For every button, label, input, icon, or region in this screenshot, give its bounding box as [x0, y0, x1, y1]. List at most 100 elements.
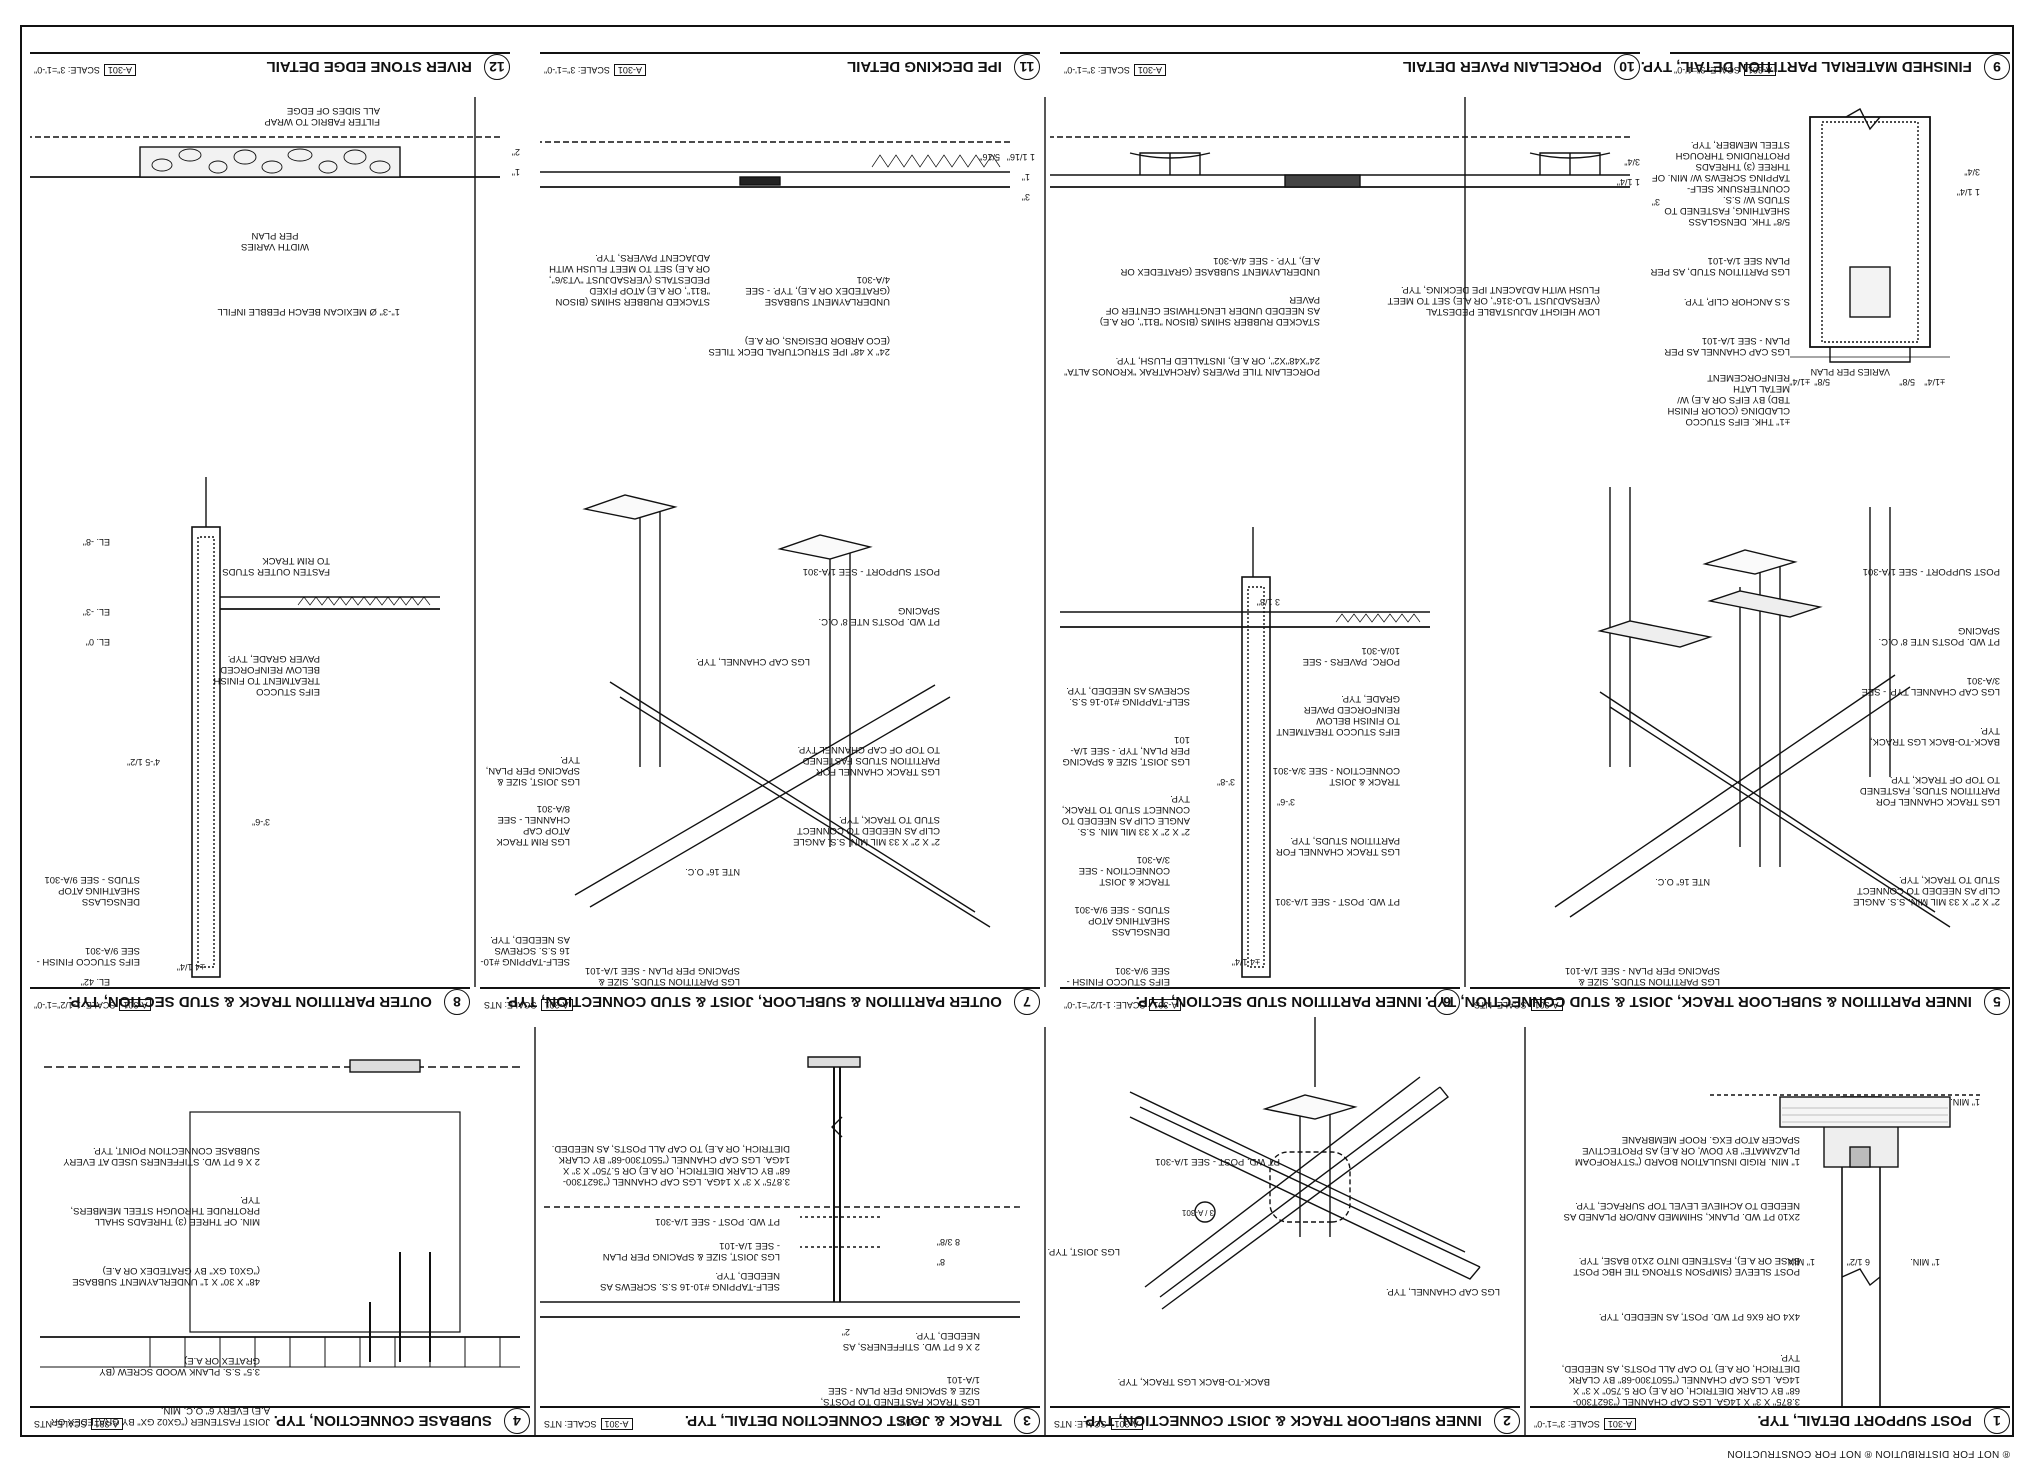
note-insulation: 1" MIN. RIGID INSULATION BOARD ("STYROFO… — [1574, 1134, 1800, 1167]
note-post: 4X4 OR 6X6 PT WD. POST, AS NEEDED, TYP. — [1598, 1311, 1800, 1322]
note-eifs-finish: EIFS STUCCO FINISH - SEE 9/A-301 — [36, 945, 140, 967]
note-post-support: POST SUPPORT - SEE 1/A-301 — [802, 566, 940, 577]
dim-label: 3 1/8" — [1256, 597, 1280, 607]
dim-label: 5/8" — [1814, 377, 1830, 387]
note-pebble-infill: 1"-3" Ø MEXICAN BEACH PEBBLE INFILL — [217, 306, 400, 317]
note-cap-channel: LGS CAP CHANNEL TYP. - SEE 3/A-301 — [1861, 675, 2000, 697]
note-joist: LGS JOIST, SIZE & SPACING PER PLAN, TYP.… — [1062, 734, 1190, 767]
note-cap-channel: LGS CAP CHANNEL AS PER PLAN - SEE 1/A-10… — [1664, 335, 1790, 357]
dim-label: 5/16" — [979, 152, 1000, 162]
dim-label: 1" — [511, 167, 520, 177]
note-cap-channel: 3.875" X 3" X 14GA. LGS CAP CHANNEL ("36… — [1561, 1352, 1800, 1407]
dim-label: ±1/4" — [1789, 377, 1810, 387]
note-densglass: 5/8" THK. DENSGLASS SHEATHING, FASTENED … — [1651, 139, 1790, 227]
dim-label: 1 1/16" — [1006, 152, 1035, 162]
note-post-support: POST SUPPORT - SEE 1/A-301 — [1862, 566, 2000, 577]
dim-label: 1 1/4" — [1616, 177, 1640, 187]
dim-label: NTE 16" O.C. — [685, 867, 740, 877]
note-post: PT WD. POST - SEE 1/A-301 — [1275, 896, 1400, 907]
dim-label: ±1/4" — [1924, 377, 1945, 387]
note-screws: SELF-TAPPING #10-16 S.S. SCREWS AS NEEDE… — [600, 1270, 780, 1292]
dim-label: 1" MIN. — [1785, 1257, 1815, 1267]
dim-label: 3/4" — [1964, 167, 1980, 177]
note-eifs-treatment: EIFS STUCCO TREATMENT TO FINISH BELOW RE… — [213, 653, 320, 697]
note-filter-fabric: FILTER FABRIC TO WRAP ALL SIDES OF EDGE — [264, 105, 380, 127]
dim-label: 4'-5 1/2" — [127, 757, 160, 767]
dim-label: VARIES PER PLAN — [1810, 367, 1890, 377]
note-subbase: 48" X 30" X 1" UNDERLAYMENT SUBBASE ("GX… — [72, 1265, 260, 1287]
note-back-to-back-track: BACK-TO-BACK LGS TRACK, TYP. — [1117, 1376, 1270, 1387]
dim-label: 8" — [936, 1257, 945, 1267]
dim-label: 5 1/2" — [896, 1417, 920, 1427]
note-cap-channel: LGS CAP CHANNEL, TYP. — [695, 656, 810, 667]
dim-label: 8 3/8" — [936, 1237, 960, 1247]
dim-label: 1" — [1021, 172, 1030, 182]
note-track-joist-conn: TRACK & JOIST CONNECTION - SEE 3/A-301 — [1272, 765, 1400, 787]
note-angle-clip: 2" X 2" X 33 MIL MIN. S.S. ANGLE CLIP AS… — [793, 814, 940, 847]
note-fasten-studs: FASTEN OUTER STUDS TO RIM TRACK — [222, 555, 330, 577]
note-subbase: UNDERLAYMENT SUBBASE (GRATEDEX OR A.E), … — [745, 274, 890, 307]
note-post: PT WD. POST - SEE 1/A-301 — [1155, 1156, 1280, 1167]
note-cap-channel: LGS CAP CHANNEL, TYP. — [1385, 1286, 1500, 1297]
note-rubber-shims: STACKED RUBBER SHIMS (BISON "B11", OR A.… — [548, 252, 710, 307]
note-joist: LGS JOIST, SIZE & SPACING PER PLAN - SEE… — [602, 1240, 780, 1262]
note-post: PT WD. POST - SEE 1/A-301 — [655, 1216, 780, 1227]
note-screws: SELF-TAPPING #10-16 S.S. SCREWS AS NEEDE… — [480, 934, 570, 967]
note-stiffeners: 2 X 6 PT WD. STIFFENERS USED AT EVERY SU… — [63, 1145, 260, 1167]
note-densglass: DENSGLASS SHEATHING ATOP STUDS - SEE 9/A… — [1074, 904, 1170, 937]
dim-label: EL. 0" — [85, 637, 110, 647]
dim-label: 3'-6" — [1277, 797, 1295, 807]
dim-label: 2" — [841, 1327, 850, 1337]
note-post-spacing: PT WD. POSTS NTE 8' O.C. SPACING — [1878, 625, 2000, 647]
note-plank: 2X10 PT WD. PLANK, SHIMMED AND/OR PLANED… — [1563, 1200, 1800, 1222]
dim-label: 3" — [1651, 197, 1660, 207]
note-cap-channel: 3.875" X 3" X 14GA. LGS CAP CHANNEL ("36… — [551, 1143, 790, 1187]
dim-label: 1 1/4" — [1956, 187, 1980, 197]
dim-label: 3" — [1021, 192, 1030, 202]
note-densglass: DENSGLASS SHEATHING ATOP STUDS - SEE 9/A… — [44, 874, 140, 907]
note-subbase: UNDERLAYMENT SUBBASE (GRATEDEX OR A.E), … — [1120, 255, 1320, 277]
note-angle-clip: 2" X 2" X 33 MIL MIN. S.S. ANGLE CLIP AS… — [1853, 874, 2000, 907]
dim-label: 3'-8" — [1217, 777, 1235, 787]
note-width-varies: WIDTH VARIES PER PLAN — [241, 230, 309, 252]
note-rubber-shims: STACKED RUBBER SHIMS (BISON "B11", OR A.… — [1099, 294, 1320, 327]
note-track-joist: TRACK & JOIST CONNECTION - SEE 3/A-301 — [1078, 854, 1170, 887]
note-angle-clip: 2" X 2" X 33 MIL MIN. S.S. ANGLE CLIP AS… — [1061, 793, 1190, 837]
dim-label: NTE 16" O.C. — [1655, 877, 1710, 887]
note-wood-screw: 3.5" S.S. PLANK WOOD SCREW (BY GRATEX OR… — [99, 1355, 260, 1377]
note-anchor-clip: S.S ANCHOR CLIP, TYP. — [1683, 296, 1790, 307]
dim-label: ±4 1/4" — [1231, 957, 1260, 967]
note-pavers: PORC. PAVERS - SEE 10/A-301 — [1302, 645, 1400, 667]
note-eifs-cladding: ±1" THK. EIFS STUCCO CLADDING (COLOR FIN… — [1667, 372, 1790, 427]
note-partition-studs: LGS PARTITION STUDS, SIZE & SPACING PER … — [584, 965, 740, 987]
dim-label: 1" MIN. — [1950, 1097, 1980, 1107]
note-track-channel: LGS TRACK CHANNEL FOR PARTITION STUDS, T… — [1275, 835, 1400, 857]
note-joist: LGS JOIST, TYP. — [1047, 1246, 1120, 1257]
note-post-sleeve: POST SLEEVE (SIMPSON STRONG TIE HBC POST… — [1573, 1255, 1800, 1277]
dim-label: 3/4" — [1624, 157, 1640, 167]
note-eifs-treatment: EIFS STUCCO TREATMENT TO FINISH BELOW RE… — [1276, 693, 1400, 737]
detail-callout: 3 / A-301 — [1181, 1208, 1214, 1217]
note-rim-track: LGS RIM TRACK ATOP CAP CHANNEL - SEE 8/A… — [496, 803, 570, 847]
note-back-to-back: BACK-TO-BACK LGS TRACK, TYP. — [1869, 725, 2000, 747]
note-partition-stud: LGS PARTITION STUD, AS PER PLAN SEE 1/A-… — [1650, 255, 1790, 277]
dim-label: 6 1/2" — [1846, 1257, 1870, 1267]
note-post-spacing: PT WD. POSTS NTE 8' O.C. SPACING — [818, 605, 940, 627]
note-joist-fastener: JOIST FASTENER ("GX02 GX" BY GRATEDEX OR… — [51, 1405, 270, 1427]
note-ipe-tiles: 24" X 48" IPE STRUCTURAL DECK TILES (ECO… — [708, 335, 891, 357]
note-track-channel: LGS TRACK CHANNEL FOR PARTITION STUDS FA… — [797, 744, 940, 777]
dim-label: EL. 42" — [80, 977, 110, 987]
dim-label: 3'-6" — [252, 817, 270, 827]
note-eifs-finish: EIFS STUCCO FINISH - SEE 9/A-301 — [1066, 965, 1170, 987]
dim-label: 1" MIN. — [1910, 1257, 1940, 1267]
note-joist: LGS JOIST, SIZE & SPACING PER PLAN, TYP. — [485, 754, 580, 787]
note-screws: SELF-TAPPING #10-16 S.S. SCREWS AS NEEDE… — [1066, 685, 1190, 707]
note-track: LGS TRACK FASTENED TO POSTS, SIZE & SPAC… — [820, 1374, 980, 1407]
dim-label: EL. -3" — [82, 607, 110, 617]
dim-label: EL. -8" — [82, 537, 110, 547]
note-porcelain-pavers: PORCELAIN TILE PAVERS (ARCHATRAK "KRONOS… — [1064, 355, 1320, 377]
dim-label: ±4 1/4" — [176, 962, 205, 972]
